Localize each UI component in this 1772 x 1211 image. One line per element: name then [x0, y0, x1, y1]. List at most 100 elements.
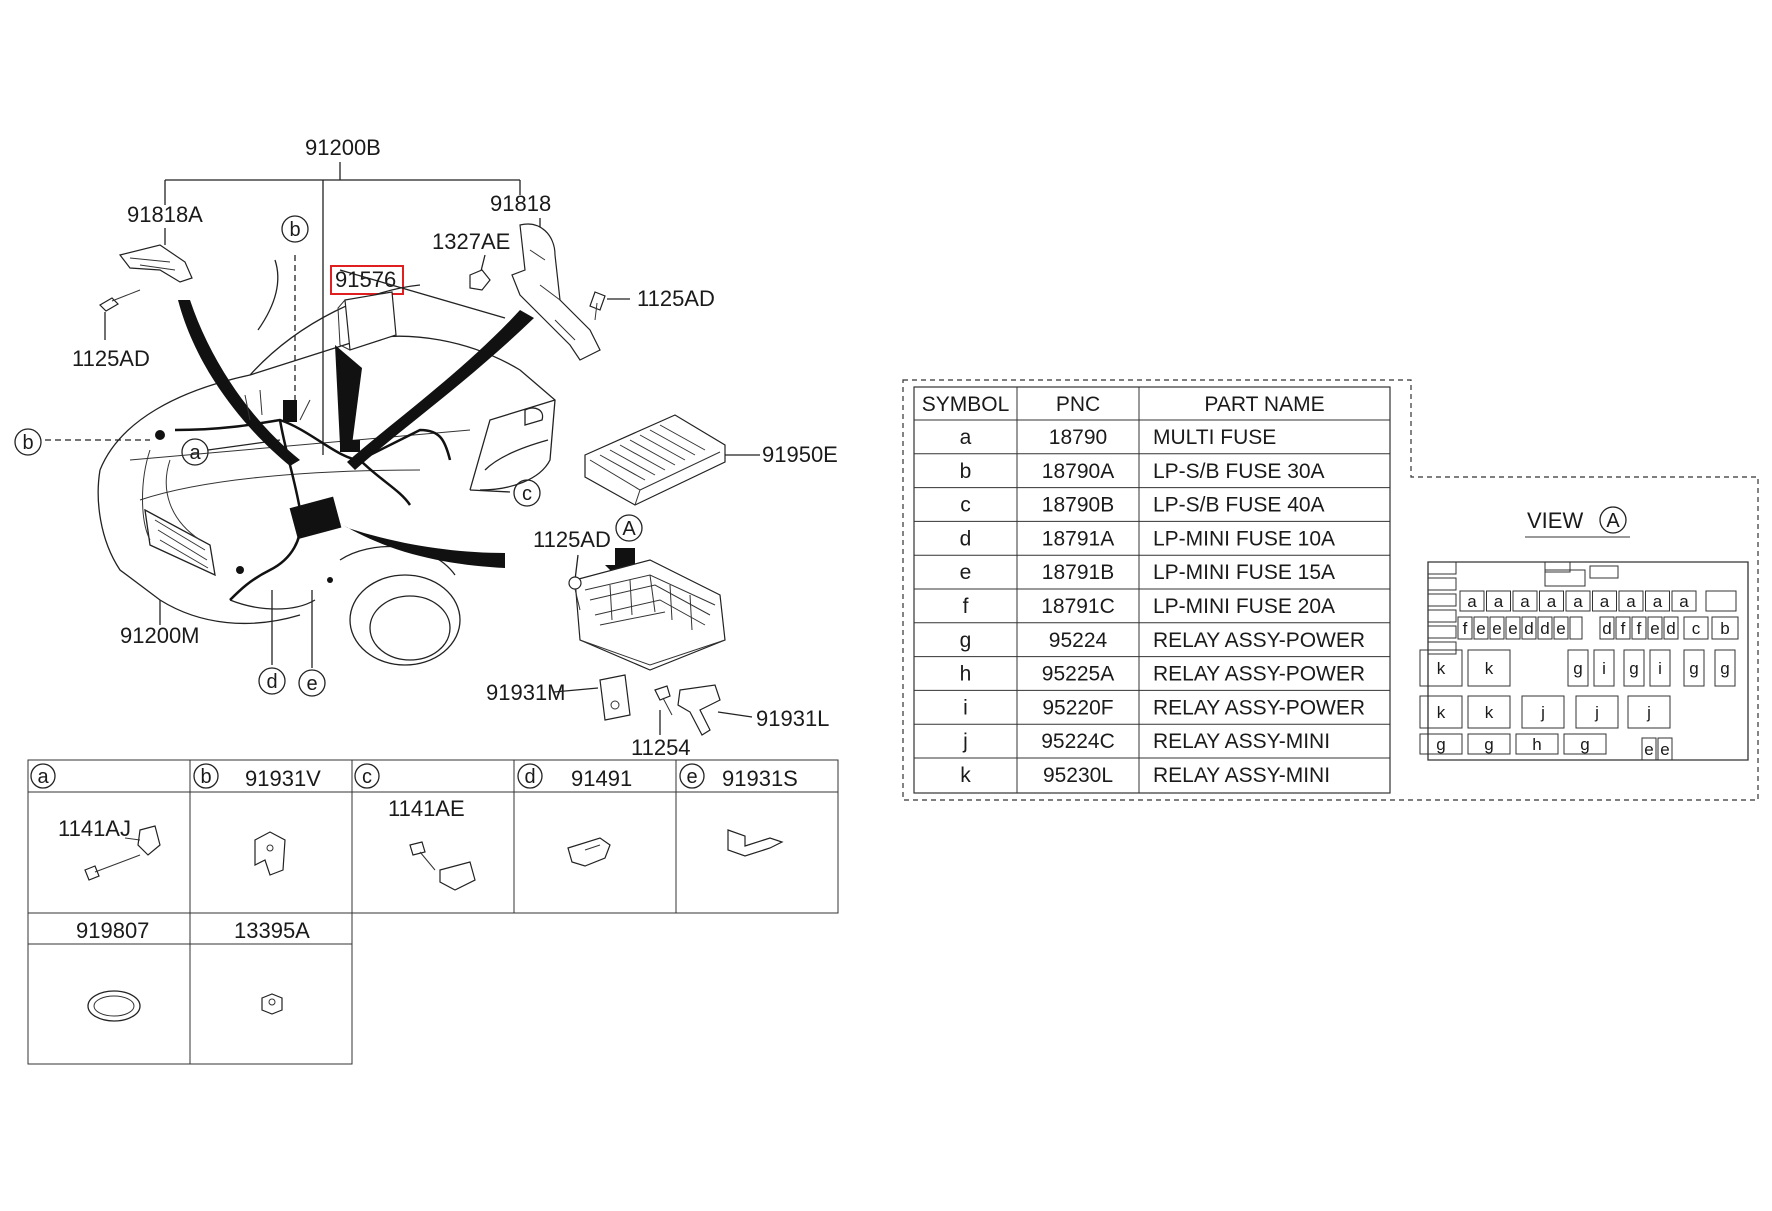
svg-text:k: k: [1437, 703, 1446, 722]
table-cell-symbol: j: [962, 730, 968, 753]
svg-text:j: j: [1594, 703, 1599, 722]
svg-text:e: e: [1644, 740, 1653, 759]
ref-circle-a: a: [181, 438, 209, 466]
fuse-slot-mini: e: [1489, 616, 1505, 640]
detail-cell-a: a 1141AJ: [30, 763, 161, 881]
table-cell-symbol: k: [960, 764, 971, 787]
view-letter: A: [1606, 510, 1620, 532]
svg-text:b: b: [22, 432, 33, 454]
relay-slot-mini: j: [1627, 695, 1671, 729]
relay-slot: g: [1567, 649, 1589, 687]
table-cell-pnc: 95224: [1049, 629, 1108, 652]
svg-text:g: g: [1720, 659, 1729, 678]
bolt-11254: [654, 685, 673, 716]
fuse-box-91950: [574, 559, 726, 671]
relay-slot: k: [1467, 649, 1511, 687]
svg-text:a: a: [1653, 592, 1663, 611]
callout-91818A: 91818A: [127, 202, 203, 227]
detail-a-part: 1141AJ: [58, 816, 131, 841]
table-cell-part-name: RELAY ASSY-POWER: [1153, 663, 1365, 686]
fuse-slot-mini: b: [1711, 616, 1739, 640]
table-cell-part-name: RELAY ASSY-MINI: [1153, 730, 1330, 753]
svg-text:k: k: [1485, 659, 1494, 678]
callout-1125AD-left: 1125AD: [72, 346, 150, 371]
svg-text:e: e: [1492, 619, 1501, 638]
svg-text:g: g: [1689, 659, 1698, 678]
detail-b-header: 91931V: [245, 766, 321, 791]
relay-slot-small: g: [1419, 733, 1463, 755]
table-cell-pnc: 95225A: [1042, 663, 1114, 686]
table-cell-symbol: e: [960, 561, 972, 584]
relay-slot-mini: j: [1521, 695, 1565, 729]
table-cell-symbol: i: [963, 696, 968, 719]
table-cell-pnc: 18790A: [1042, 460, 1114, 483]
table-cell-pnc: 18791A: [1042, 527, 1114, 550]
parts-table-frame: [902, 379, 1759, 801]
svg-text:c: c: [522, 483, 532, 505]
svg-text:j: j: [1646, 703, 1651, 722]
svg-text:a: a: [1494, 592, 1504, 611]
table-cell-pnc: 18790: [1049, 426, 1107, 449]
callout-91200B: 91200B: [305, 135, 381, 160]
relay-slot-small: h: [1515, 733, 1559, 755]
svg-text:a: a: [1547, 592, 1557, 611]
callout-91950E: 91950E: [762, 442, 838, 467]
table-cell-part-name: RELAY ASSY-MINI: [1153, 764, 1330, 787]
table-cell-part-name: LP-MINI FUSE 10A: [1153, 527, 1335, 550]
ref-circle-b-left: b: [14, 428, 42, 456]
detail-cell-nut: 13395A: [234, 918, 310, 1015]
relay-slot-mini: j: [1575, 695, 1619, 729]
svg-text:A: A: [622, 518, 636, 540]
table-cell-symbol: b: [960, 460, 972, 483]
fuse-slot-a: a: [1486, 590, 1511, 612]
svg-text:d: d: [1540, 619, 1549, 638]
table-cell-pnc: 95224C: [1041, 730, 1115, 753]
callout-91931L: 91931L: [756, 706, 829, 731]
fuse-slot-mini: d: [1537, 616, 1553, 640]
fuse-slot-mini: [1569, 616, 1583, 640]
svg-text:d: d: [1602, 619, 1611, 638]
relay-slot-small: g: [1563, 733, 1607, 755]
callout-91818: 91818: [490, 191, 551, 216]
fuse-slot-mini: f: [1457, 616, 1473, 640]
relay-slot: i: [1593, 649, 1615, 687]
fuse-slot-mini: f: [1631, 616, 1647, 640]
relay-slot: g: [1623, 649, 1645, 687]
svg-text:d: d: [1666, 619, 1675, 638]
fuse-slot-mini: c: [1683, 616, 1709, 640]
svg-text:k: k: [1437, 659, 1446, 678]
table-cell-part-name: LP-MINI FUSE 20A: [1153, 595, 1335, 618]
ref-circle-b-top: b: [281, 215, 309, 243]
svg-text:a: a: [1679, 592, 1689, 611]
svg-text:a: a: [37, 766, 49, 788]
fuse-slot-mini: f: [1615, 616, 1631, 640]
nut-1327AE: [469, 269, 491, 291]
fuse-slot-mini: e: [1647, 616, 1663, 640]
table-cell-pnc: 18790B: [1042, 494, 1114, 517]
bolt-1125AD-left: [99, 289, 141, 312]
detail-e-header: 91931S: [722, 766, 798, 791]
fuse-slot-a: a: [1565, 590, 1591, 612]
fuse-slot-a: a: [1618, 590, 1644, 612]
detail-nut-header: 13395A: [234, 918, 310, 943]
relay-slot-mini: k: [1419, 695, 1463, 729]
detail-cell-grommet: 919807: [76, 918, 149, 1022]
svg-text:j: j: [1540, 703, 1545, 722]
svg-text:a: a: [1573, 592, 1583, 611]
pointer-bands: [178, 300, 534, 568]
fuse-slot-a: a: [1592, 590, 1617, 612]
svg-text:e: e: [1476, 619, 1485, 638]
detail-c-part: 1141AE: [388, 796, 465, 821]
table-cell-pnc: 95230L: [1043, 764, 1113, 787]
callout-1125AD-mid: 1125AD: [533, 527, 611, 552]
table-cell-part-name: MULTI FUSE: [1153, 426, 1276, 449]
svg-text:g: g: [1580, 735, 1589, 754]
bolt-1125AD-mid: [568, 576, 582, 611]
svg-text:g: g: [1436, 735, 1445, 754]
svg-text:b: b: [289, 219, 300, 241]
table-cell-symbol: f: [963, 595, 969, 618]
table-cell-symbol: c: [960, 494, 971, 517]
callout-91200M: 91200M: [120, 623, 200, 648]
